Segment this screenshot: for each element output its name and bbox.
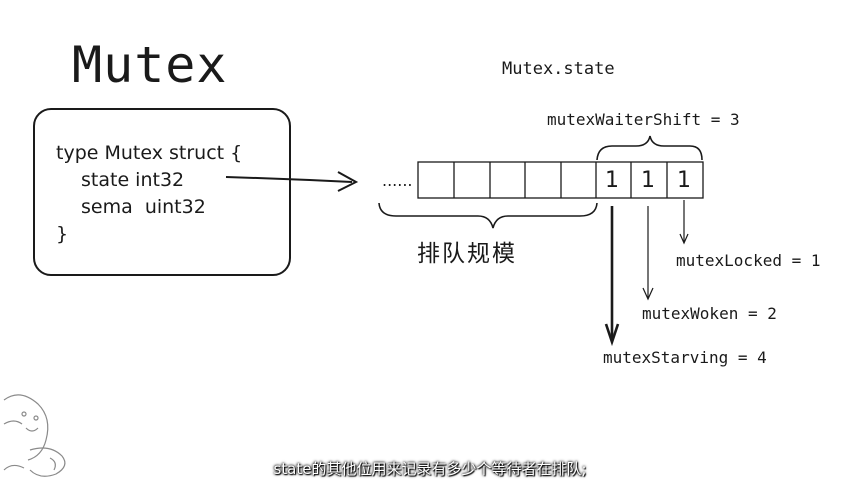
code-line-state: state int32 [81,169,185,191]
bit-locked: 1 [677,168,691,193]
ellipsis-dots: ...... [382,171,413,190]
locked-arrow [679,200,689,245]
starving-arrow [604,206,620,347]
state-title: Mutex.state [502,59,615,79]
page-title: Mutex [72,36,228,94]
code-line-sema: sema uint32 [81,196,206,218]
mascot-doodle [3,394,66,477]
waiter-shift-label: mutexWaiterShift = 3 [547,110,740,129]
mutex-starving-label: mutexStarving = 4 [603,348,767,367]
shift-brace [596,135,703,161]
mutex-locked-label: mutexLocked = 1 [676,251,821,270]
code-line-close: } [56,223,69,245]
woken-arrow [642,206,654,301]
bit-woken: 1 [641,168,655,193]
mutex-woken-label: mutexWoken = 2 [642,304,777,323]
video-subtitle: state的其他位用来记录有多少个等待者在排队; [273,460,587,478]
struct-code-box: type Mutex struct { state int32 sema uin… [33,108,291,276]
code-line-type: type Mutex struct { [56,142,243,164]
queue-brace [378,202,598,229]
register-cells [417,161,704,199]
queue-size-label: 排队规模 [417,241,517,267]
bit-starving: 1 [605,168,619,193]
